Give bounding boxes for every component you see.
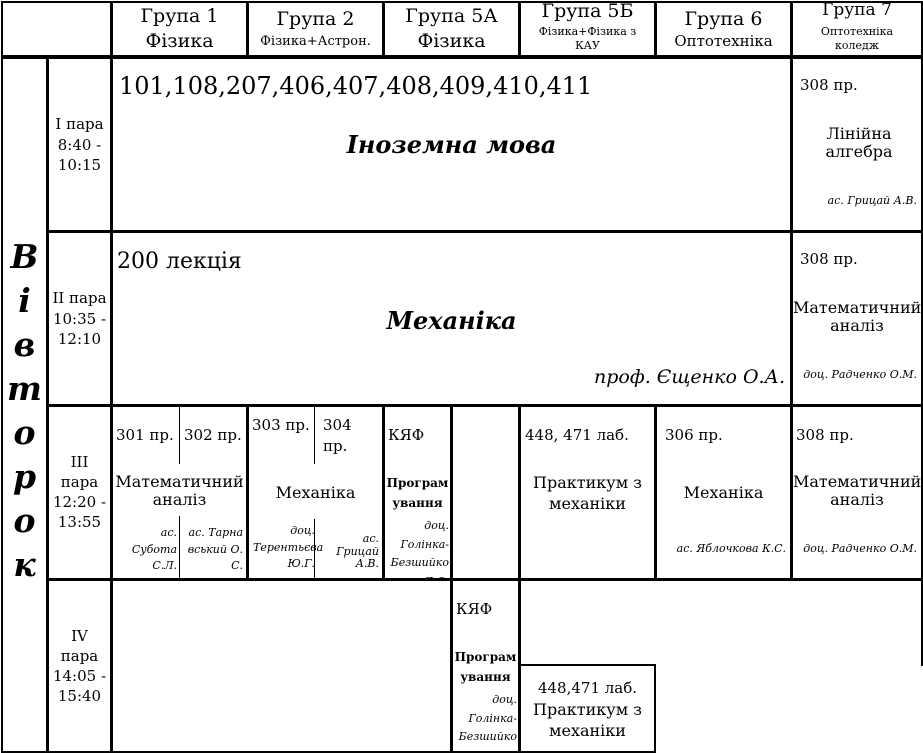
lesson-subject: Іноземна мова xyxy=(346,130,557,159)
group-spec: Оптотехніка коледж xyxy=(820,25,894,53)
pair-3-group-1: 301 пр. 302 пр. Математичний аналіз ас. … xyxy=(111,405,248,580)
group-header-5a: Група 5А Фізика xyxy=(383,1,520,57)
pair-2-group-7: 308 пр. Математичний аналіз доц. Радченк… xyxy=(791,231,923,406)
lesson-room-b: 304 пр. xyxy=(323,416,352,455)
pair-3-group-5a-empty xyxy=(451,405,520,580)
lesson-teacher: ас. Яблочкова К.С. xyxy=(676,542,786,555)
lesson-subject: Механіка xyxy=(386,306,517,335)
pair-4-time: IV пара 14:05 - 15:40 xyxy=(47,579,112,753)
lesson-subject: Лінійна алгебра xyxy=(825,124,893,162)
pair-4-group-5b: 448,471 лаб. Практикум з механіки xyxy=(519,664,656,753)
pair-3-time: III пара 12:20 - 13:55 xyxy=(47,405,112,580)
lesson-subject: Механіка xyxy=(275,483,356,502)
pair-time: 10:35 - 12:10 xyxy=(52,310,107,348)
pair-4-group-5a: КЯФ Програмування доц. Голінка-Безшийко … xyxy=(451,579,520,753)
lesson-room-a: 301 пр. xyxy=(116,426,174,444)
pair-number: II пара xyxy=(52,289,107,307)
lesson-room-b: 302 пр. xyxy=(184,426,242,444)
day-letter: і xyxy=(18,281,31,320)
pair-3-group-7: 308 пр. Математичний аналіз доц. Радченк… xyxy=(791,405,923,580)
group-spec: Оптотехніка xyxy=(674,32,773,50)
pair-2-time: II пара 10:35 - 12:10 xyxy=(47,231,112,406)
pair-1-time: I пара 8:40 - 10:15 xyxy=(47,57,112,232)
lesson-room: 448, 471 лаб. xyxy=(525,426,629,444)
group-spec: Фізика+Фізика з КАУ xyxy=(538,25,637,52)
lesson-subject: Практикум з механіки xyxy=(533,473,642,513)
day-name: В і в т о р о к xyxy=(3,235,46,587)
group-name: Група 6 xyxy=(684,8,763,30)
lesson-subject: Математичний аналіз xyxy=(115,472,244,510)
lesson-teacher-a: ас. Субота С.Л. xyxy=(131,526,177,572)
lesson-subject: Механіка xyxy=(683,483,764,502)
lesson-teacher: доц. Голінка-Безшийко Л.О. xyxy=(458,693,517,751)
pair-3-group-5a: КЯФ Програмування доц. Голінка-Безшийко … xyxy=(383,405,452,580)
day-letter: т xyxy=(7,369,42,408)
pair-time: 12:20 - 13:55 xyxy=(52,493,107,531)
group-2-subgroup-divider-top xyxy=(314,406,315,464)
lesson-room-a: 303 пр. xyxy=(252,416,310,434)
pair-number: I пара xyxy=(55,115,104,133)
day-letter: о xyxy=(13,413,36,452)
group-header-1: Група 1 Фізика xyxy=(111,1,248,57)
lesson-teacher: ас. Грицай А.В. xyxy=(827,194,917,207)
day-letter: в xyxy=(13,325,36,364)
group-header-2: Група 2 Фізика+Астрон. xyxy=(247,1,384,57)
corner-cell xyxy=(1,1,112,57)
lesson-room: КЯФ xyxy=(456,600,493,618)
pair-2-common-lesson: 200 лекція Механіка проф. Єщенко О.А. xyxy=(111,231,792,406)
group-1-subgroup-divider-bottom xyxy=(179,516,180,578)
group-name: Група 5А xyxy=(405,5,498,27)
lesson-subject: Практикум з механіки xyxy=(533,700,642,740)
lesson-room: 308 пр. xyxy=(800,250,858,268)
day-letter: к xyxy=(13,545,36,584)
lesson-teacher: доц. Радченко О.М. xyxy=(803,542,917,555)
group-spec: Фізика xyxy=(145,30,214,52)
lesson-room: 308 пр. xyxy=(796,426,854,444)
lesson-room: КЯФ xyxy=(388,426,425,444)
group-name: Група 2 xyxy=(276,8,355,30)
lesson-teacher-a: доц. Терентьєва Ю.Г. xyxy=(253,524,324,570)
group-spec: Фізика+Астрон. xyxy=(260,34,371,49)
pair-1-group-7: 308 пр. Лінійна алгебра ас. Грицай А.В. xyxy=(791,57,923,232)
lesson-room: 308 пр. xyxy=(800,76,858,94)
lesson-room: 306 пр. xyxy=(665,426,723,444)
group-header-5b: Група 5Б Фізика+Фізика з КАУ xyxy=(519,1,656,57)
group-name: Група 5Б xyxy=(541,1,634,22)
group-name: Група 7 xyxy=(822,1,892,20)
lesson-room: 200 лекція xyxy=(117,249,242,274)
pair-4-empty-right xyxy=(519,579,923,666)
lesson-teacher-b: ас. Грицай А.В. xyxy=(336,532,379,571)
lesson-rooms: 101,108,207,406,407,408,409,410,411 xyxy=(119,72,593,100)
pair-3-group-5b: 448, 471 лаб. Практикум з механіки xyxy=(519,405,656,580)
pair-time: 8:40 - 10:15 xyxy=(57,136,102,174)
day-letter: о xyxy=(13,501,36,540)
lesson-subject: Математичний аналіз xyxy=(793,298,922,336)
group-1-subgroup-divider-top xyxy=(179,406,180,464)
pair-number: IV пара xyxy=(60,627,99,665)
group-spec: Фізика xyxy=(417,30,486,52)
lesson-subject: Програмування xyxy=(386,476,449,511)
pair-number: III пара xyxy=(60,453,99,491)
lesson-teacher: доц. Голінка-Безшийко Л.О. xyxy=(390,519,449,578)
group-header-7: Група 7 Оптотехніка коледж xyxy=(791,1,923,57)
day-letter: р xyxy=(12,457,37,496)
group-name: Група 1 xyxy=(140,5,219,27)
group-2-subgroup-divider-bottom xyxy=(314,519,315,578)
pair-3-group-2: 303 пр. 304 пр. Механіка доц. Терентьєва… xyxy=(247,405,384,580)
lesson-teacher: доц. Радченко О.М. xyxy=(803,368,917,381)
pair-3-group-6: 306 пр. Механіка ас. Яблочкова К.С. xyxy=(655,405,792,580)
pair-1-common-lesson: 101,108,207,406,407,408,409,410,411 Іноз… xyxy=(111,57,792,232)
day-letter: В xyxy=(10,237,39,276)
pair-4-empty-left xyxy=(111,579,452,753)
lesson-teacher: проф. Єщенко О.А. xyxy=(594,366,785,388)
lesson-teacher-b: ас. Тарнавський О.С. xyxy=(187,526,243,572)
group-header-6: Група 6 Оптотехніка xyxy=(655,1,792,57)
lesson-subject: Математичний аналіз xyxy=(793,472,922,510)
lesson-subject: Програмування xyxy=(454,650,517,685)
lesson-room: 448,471 лаб. xyxy=(537,679,638,697)
day-cell: В і в т о р о к xyxy=(1,57,48,753)
pair-time: 14:05 - 15:40 xyxy=(52,667,107,705)
